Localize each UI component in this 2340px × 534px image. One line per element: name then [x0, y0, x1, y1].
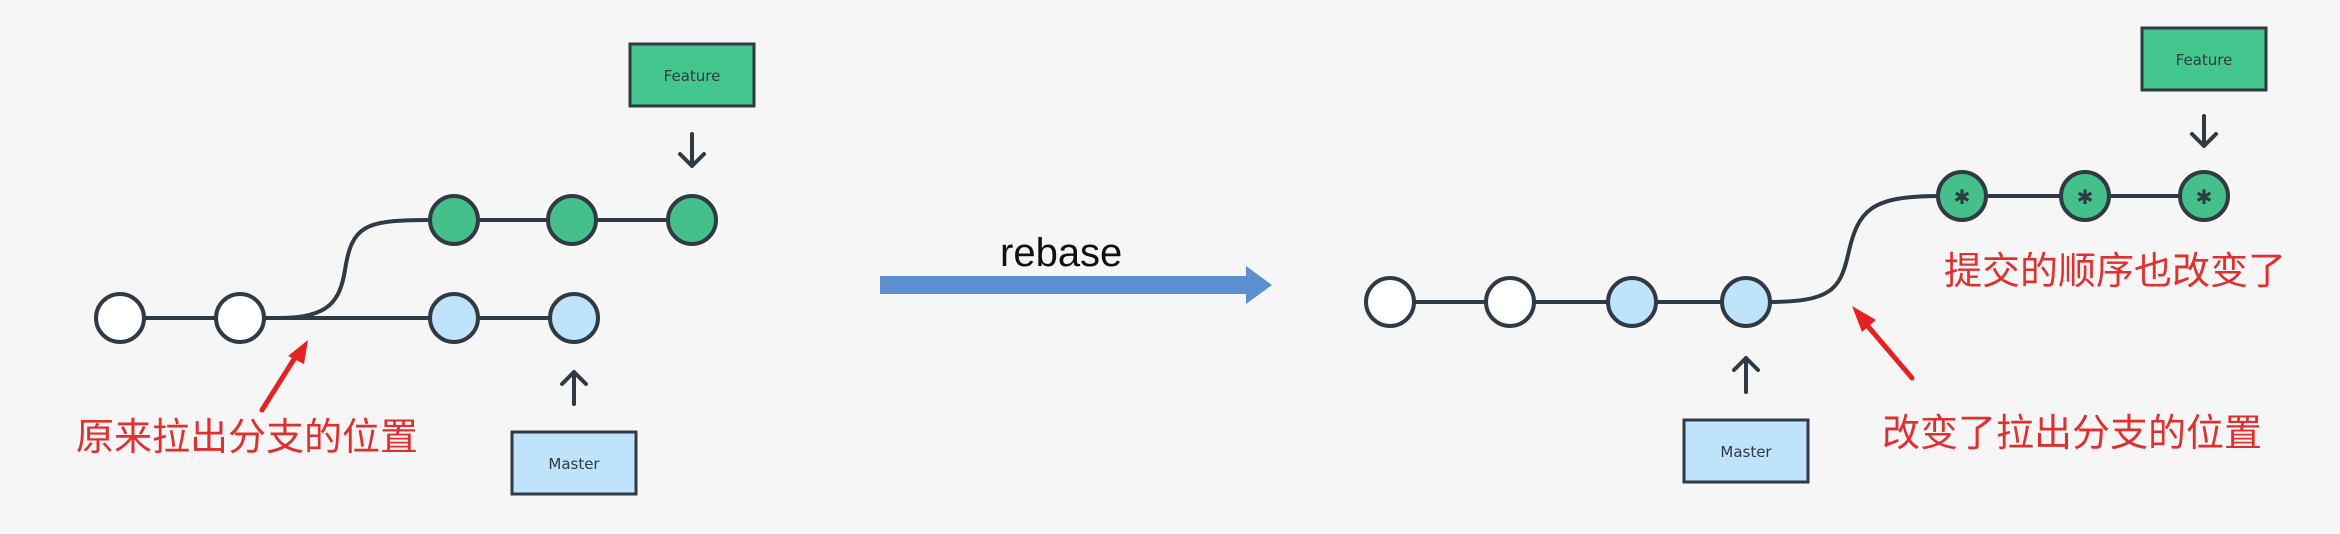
before-rebase-graph: Feature Master 原来拉出分支的位置: [76, 42, 756, 496]
commit-master-2: [548, 292, 600, 344]
edge-branch-curve: [278, 218, 432, 320]
commit-order-note: 提交的顺序也改变了: [1944, 249, 2286, 293]
after-rebase-graph: ✱ ✱ ✱ Feature Master 提交的顺序也改变了 改变了拉出分支的位…: [1364, 26, 2286, 484]
branch-origin-note: 原来拉出分支的位置: [76, 415, 418, 459]
red-annotation-arrow-left: [259, 353, 299, 413]
feature-pointer-arrow: [678, 132, 706, 168]
commit-feature-2: [546, 194, 598, 246]
commit-r-base-1: [1364, 276, 1416, 328]
master-label: Master: [548, 455, 600, 473]
r-master-pointer-arrow: [1732, 356, 1760, 394]
rebase-arrow-shaft: [880, 276, 1250, 294]
red-arrowhead-right: [1852, 306, 1876, 332]
rebase-label: rebase: [1000, 231, 1122, 275]
edge-r-branch-curve: [1766, 194, 1942, 304]
r-master-label: Master: [1720, 443, 1772, 461]
commit-feature-3: [666, 194, 718, 246]
rebase-operation: rebase: [880, 231, 1272, 304]
commit-feature-1: [428, 194, 480, 246]
commit-base-1: [94, 292, 146, 344]
commit-r-feature-1: [1936, 170, 1988, 222]
rebased-commit-marker-2: ✱: [2077, 185, 2094, 209]
feature-label-box: [628, 42, 756, 108]
commit-base-2: [214, 292, 266, 344]
r-feature-pointer-arrow: [2190, 114, 2218, 148]
rebased-commit-marker-3: ✱: [2196, 185, 2213, 209]
commit-master-1: [428, 292, 480, 344]
red-annotation-arrow-right: [1863, 321, 1915, 381]
branch-point-changed-note: 改变了拉出分支的位置: [1882, 411, 2262, 455]
commit-r-feature-3: [2178, 170, 2230, 222]
master-label-box: [510, 430, 638, 496]
rebase-arrow-head: [1246, 266, 1272, 304]
red-arrowhead-left: [288, 340, 308, 364]
rebased-commit-marker-1: ✱: [1954, 185, 1971, 209]
r-feature-label: Feature: [2176, 51, 2233, 69]
commit-r-base-2: [1484, 276, 1536, 328]
feature-label: Feature: [664, 67, 721, 85]
master-pointer-arrow: [560, 370, 588, 406]
commit-r-master-2: [1720, 276, 1772, 328]
commit-r-feature-2: [2059, 170, 2111, 222]
r-master-label-box: [1682, 418, 1810, 484]
r-feature-label-box: [2140, 26, 2268, 92]
commit-r-master-1: [1606, 276, 1658, 328]
